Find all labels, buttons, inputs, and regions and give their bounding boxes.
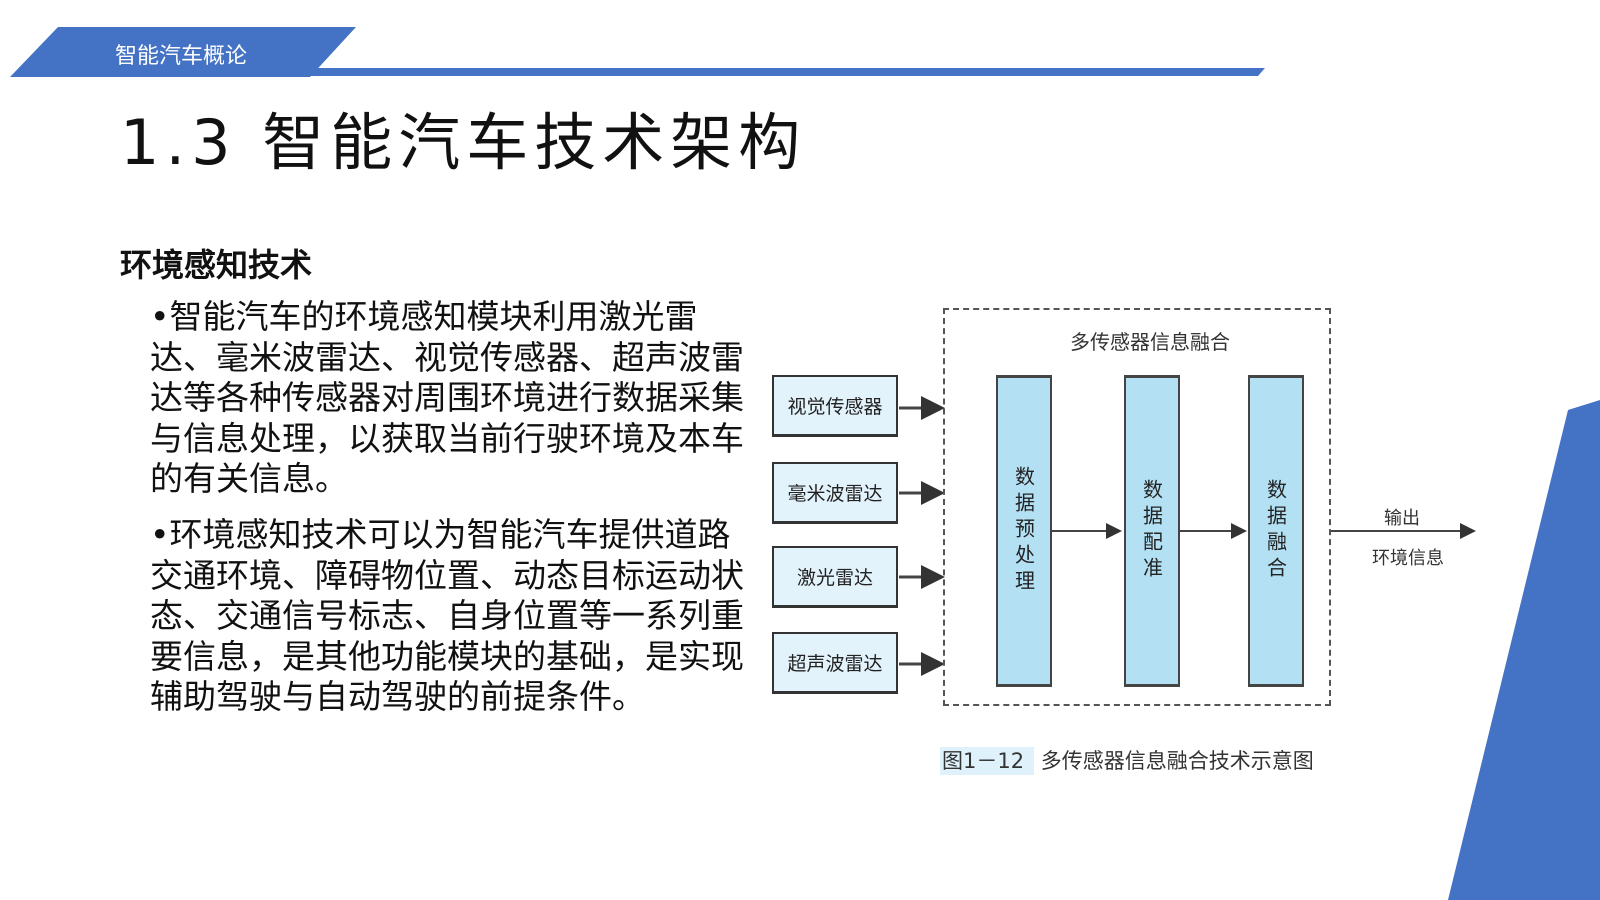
stage-label: 数据预处理	[1011, 466, 1036, 596]
output-label-2: 环境信息	[1372, 548, 1444, 569]
course-title: 智能汽车概论	[115, 44, 248, 69]
stage-label: 数据配准	[1139, 479, 1164, 583]
output-label: 输出	[1384, 508, 1420, 529]
sensor-box-lidar: 激光雷达	[772, 546, 898, 608]
sensor-box-ultrasonic: 超声波雷达	[772, 632, 898, 694]
caption-text: 多传感器信息融合技术示意图	[1040, 749, 1314, 773]
stage-registration: 数据配准	[1124, 375, 1180, 687]
stage-label: 数据融合	[1263, 479, 1288, 583]
stage-fusion: 数据融合	[1248, 375, 1304, 687]
caption-number: 图1－12	[940, 747, 1035, 775]
sensor-box-vision: 视觉传感器	[772, 375, 898, 437]
stage-preprocess: 数据预处理	[996, 375, 1052, 687]
header-banner	[10, 27, 1265, 77]
bullet-paragraph: •环境感知技术可以为智能汽车提供道路交通环境、障碍物位置、动态目标运动状态、交通…	[150, 515, 744, 716]
fusion-boundary	[943, 308, 1331, 706]
corner-shape	[1448, 400, 1600, 900]
bullet-paragraph: •智能汽车的环境感知模块利用激光雷达、毫米波雷达、视觉传感器、超声波雷达等各种传…	[150, 297, 744, 498]
sensor-box-mmwave: 毫米波雷达	[772, 462, 898, 524]
section-heading: 环境感知技术	[120, 246, 313, 284]
fusion-title: 多传感器信息融合	[1070, 330, 1230, 354]
figure-caption: 图1－12 多传感器信息融合技术示意图	[940, 745, 1314, 775]
page-title: 1.3 智能汽车技术架构	[120, 106, 807, 179]
